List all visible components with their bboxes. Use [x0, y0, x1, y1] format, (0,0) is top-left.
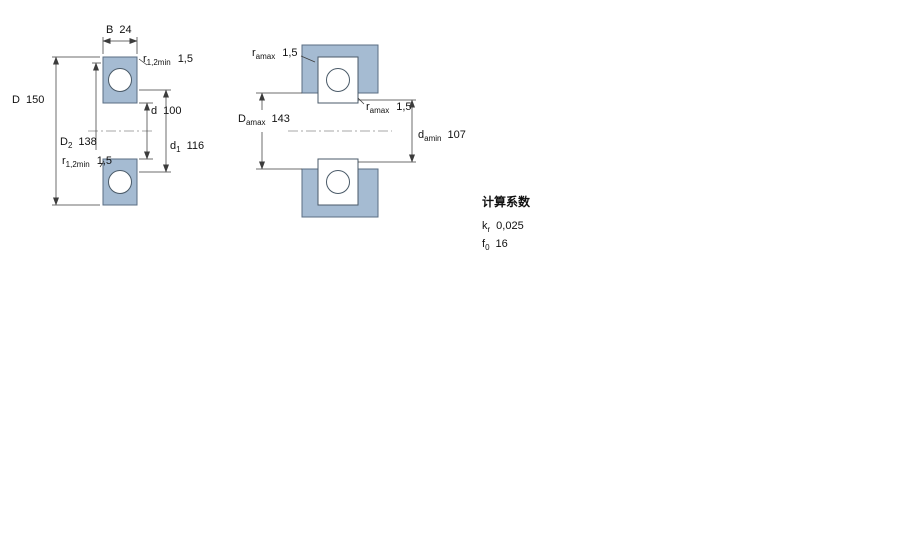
left-section-view: [88, 56, 152, 206]
ball-bottom: [108, 170, 132, 194]
leader-ramax-top: [300, 55, 316, 63]
right-section-view: [288, 44, 392, 218]
calculation-factors-heading: 计算系数: [482, 194, 531, 209]
leader-r12-bottom: [99, 160, 105, 168]
ball-bottom-right-view: [326, 170, 350, 194]
leader-r12-top: [138, 58, 148, 66]
ball-top: [108, 68, 132, 92]
ball-top-right-view: [326, 68, 350, 92]
leader-ramax-mid: [357, 97, 365, 105]
